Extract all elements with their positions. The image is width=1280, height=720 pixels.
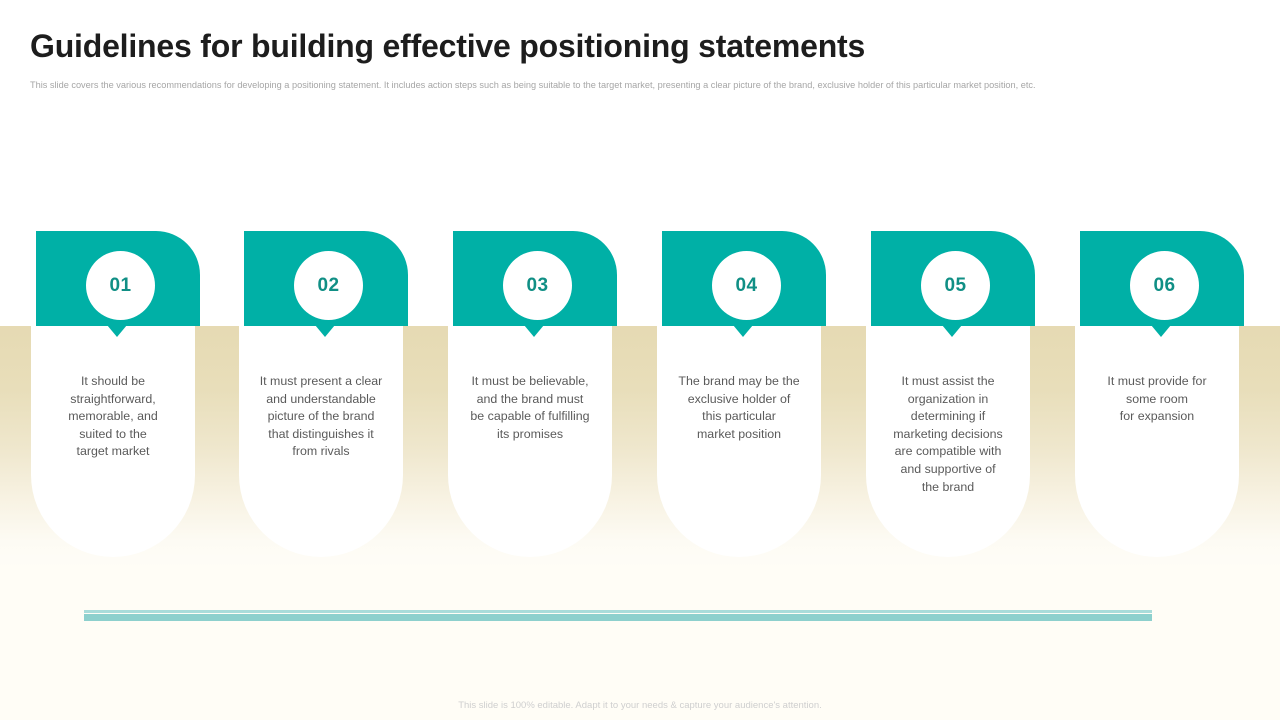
pointer-down-icon-2: [315, 325, 335, 337]
slide-header: Guidelines for building effective positi…: [30, 26, 1245, 92]
accent-bar-thin: [84, 610, 1152, 613]
step-card-body-4: The brand may be the exclusive holder of…: [657, 326, 821, 557]
step-card-text-2: It must present a clear and understandab…: [259, 374, 383, 459]
pointer-down-icon-4: [733, 325, 753, 337]
footer-note: This slide is 100% editable. Adapt it to…: [458, 700, 822, 711]
step-number-3: 03: [526, 274, 549, 296]
bottom-accent-bars: [84, 610, 1152, 622]
step-card-text-3: It must be believable, and the brand mus…: [470, 374, 590, 441]
step-card-text-5: It must assist the organization in deter…: [893, 374, 1003, 494]
pointer-down-icon-3: [524, 325, 544, 337]
pointer-down-icon-1: [107, 325, 127, 337]
step-number-badge-6: 06: [1130, 251, 1199, 320]
step-number-4: 04: [735, 274, 758, 296]
step-card-header-6: 06: [1080, 231, 1244, 326]
pointer-down-icon-6: [1151, 325, 1171, 337]
step-card-header-5: 05: [871, 231, 1035, 326]
accent-bar-thick: [84, 614, 1152, 621]
step-number-2: 02: [317, 274, 340, 296]
beige-background-band: [0, 326, 1280, 571]
step-card-body-5: It must assist the organization in deter…: [866, 326, 1030, 557]
step-number-badge-4: 04: [712, 251, 781, 320]
step-card-header-1: 01: [36, 231, 200, 326]
step-card-text-4: The brand may be the exclusive holder of…: [678, 374, 800, 441]
step-card-body-6: It must provide for some room for expans…: [1075, 326, 1239, 557]
step-number-badge-5: 05: [921, 251, 990, 320]
page-title: Guidelines for building effective positi…: [30, 28, 866, 64]
step-number-badge-2: 02: [294, 251, 363, 320]
step-card-text-6: It must provide for some room for expans…: [1107, 374, 1207, 424]
step-card-text-1: It should be straightforward, memorable,…: [68, 374, 158, 459]
step-number-badge-3: 03: [503, 251, 572, 320]
cream-floor-band: [0, 565, 1280, 720]
step-card-body-3: It must be believable, and the brand mus…: [448, 326, 612, 557]
step-number-6: 06: [1153, 274, 1176, 296]
step-card-header-3: 03: [453, 231, 617, 326]
step-number-1: 01: [109, 274, 132, 296]
step-number-badge-1: 01: [86, 251, 155, 320]
step-card-header-2: 02: [244, 231, 408, 326]
step-card-body-2: It must present a clear and understandab…: [239, 326, 403, 557]
step-card-header-4: 04: [662, 231, 826, 326]
step-number-5: 05: [944, 274, 967, 296]
step-card-body-1: It should be straightforward, memorable,…: [31, 326, 195, 557]
page-subtitle: This slide covers the various recommenda…: [30, 80, 1036, 90]
pointer-down-icon-5: [942, 325, 962, 337]
